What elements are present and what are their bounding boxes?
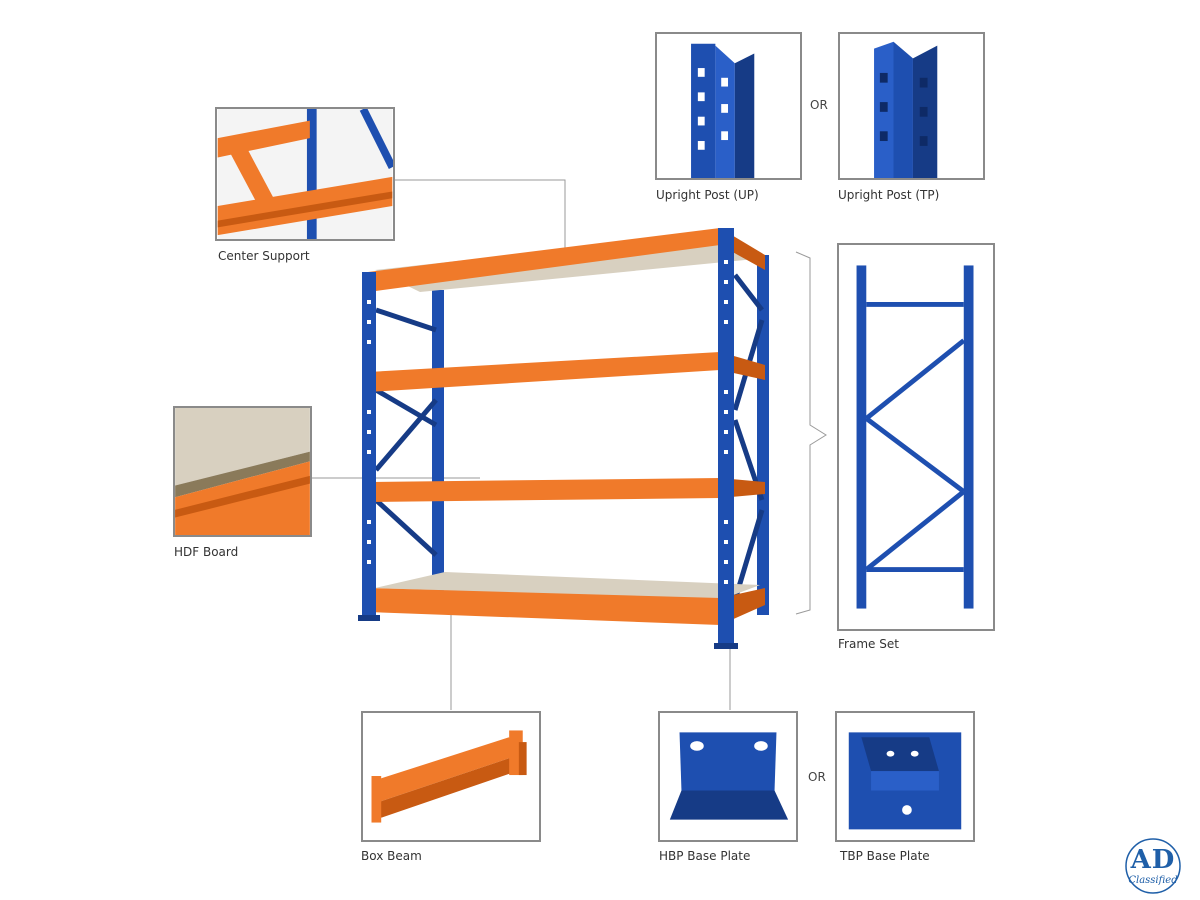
hdf-board-image [175,408,310,535]
center-support-image [217,109,393,239]
frame-set-panel [837,243,995,631]
shelf-level-3 [368,478,765,502]
frame-set-image [856,265,974,609]
upright-post-up-panel [655,32,802,180]
logo-ring [1125,838,1181,894]
upright-post-up-label: Upright Post (UP) [656,188,759,202]
box-beam-image [371,730,527,823]
hdf-board-label: HDF Board [174,545,239,559]
leader-lines [312,179,827,710]
left-bracing [374,307,438,557]
shelf-level-1 [368,228,765,292]
tbp-base-plate-panel [835,711,975,842]
logo-subtext: Classified [1128,875,1178,886]
tbp-base-plate-image [848,732,962,830]
front-uprights [358,228,738,649]
box-beam-panel [361,711,541,842]
hbp-base-plate-image [669,732,789,820]
upright-post-up-image [691,43,755,178]
tbp-base-plate-label: TBP Base Plate [840,849,930,863]
shelf-level-4 [368,572,765,625]
hdf-board-panel [173,406,312,537]
hbp-base-plate-label: HBP Base Plate [659,849,751,863]
box-beam-label: Box Beam [361,849,422,863]
hbp-base-plate-panel [658,711,798,842]
or-label-bottom: OR [808,770,826,784]
or-label-top: OR [810,98,828,112]
frame-set-label: Frame Set [838,637,899,651]
center-support-label: Center Support [218,249,310,263]
shelf-level-2 [368,352,765,392]
right-bracing [732,273,765,601]
ad-classified-logo: AD Classified [1124,837,1182,895]
upright-post-tp-panel [838,32,985,180]
center-support-panel [215,107,395,241]
upright-post-tp-label: Upright Post (TP) [838,188,940,202]
logo-text: AD [1130,845,1176,875]
back-uprights [432,255,769,615]
upright-post-tp-image [874,41,938,178]
